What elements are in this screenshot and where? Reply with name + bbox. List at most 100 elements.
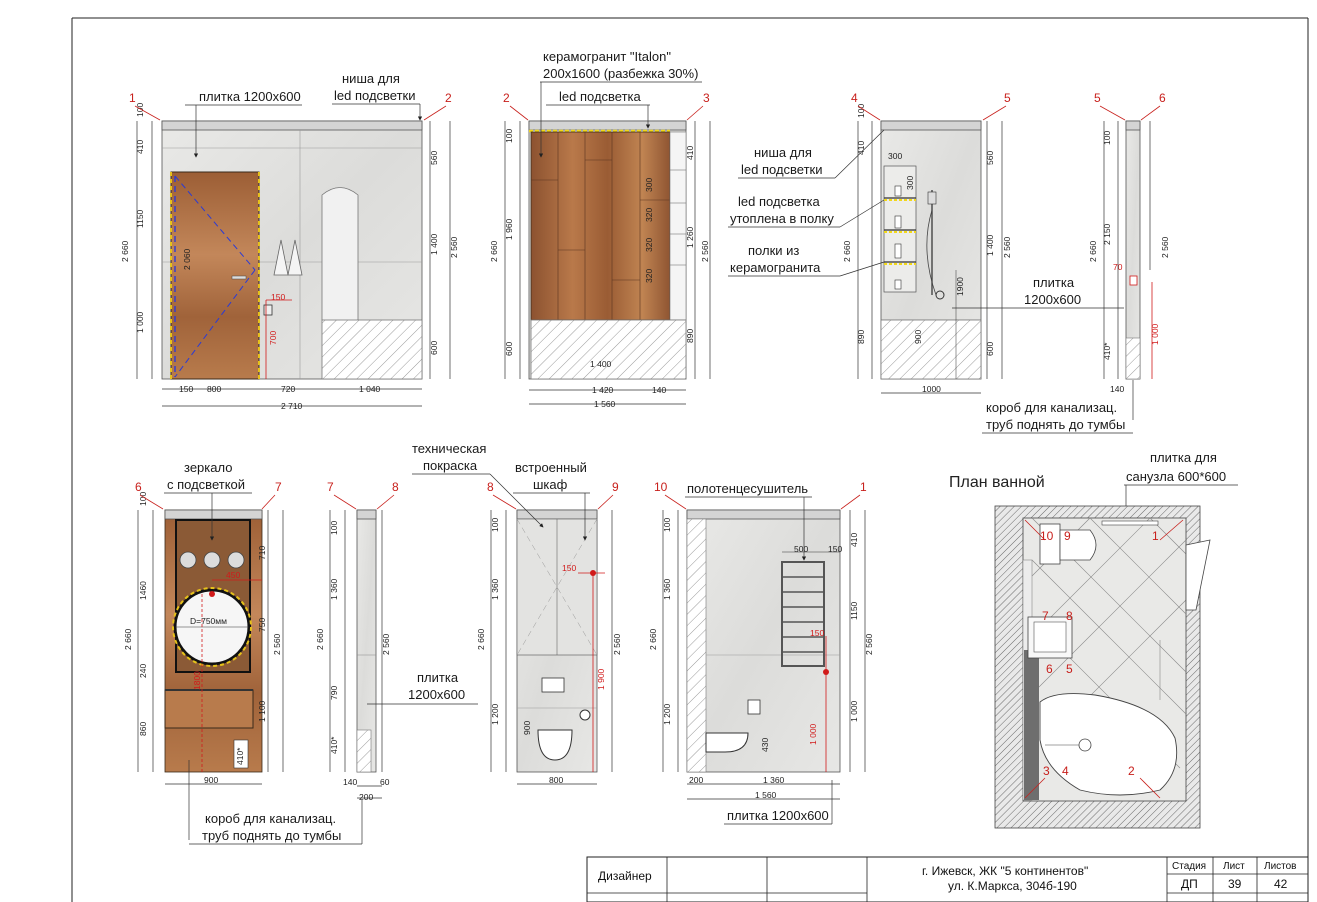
dim: 600 [429,341,439,355]
marker: 1 [860,480,867,494]
dim: 2 710 [281,401,303,411]
red-dim-700: 700 [268,331,278,345]
dim: 410* [1102,342,1112,360]
red-dim-1000: 1 000 [808,723,818,745]
sheet-header: Лист [1223,861,1245,872]
red-dim-1800: 1800 [192,671,202,690]
dim: 1150 [135,209,145,228]
label: с подсветкой [167,477,245,492]
dim: 150 [179,384,193,394]
marker: 5 [1004,91,1011,105]
dim: 1 400 [590,359,612,369]
label: короб для канализац. [986,400,1117,415]
dim: 2 560 [272,633,282,655]
dim: 2 150 [1102,223,1112,245]
sheet-value: 39 [1228,877,1242,891]
dim: 600 [985,342,995,356]
title-block: Дизайнер г. Ижевск, ЖК "5 континентов" у… [586,856,1309,902]
dim: 1 560 [755,790,777,800]
marker: 6 [135,480,142,494]
designer-label: Дизайнер [598,869,652,883]
towel-dryer-icon [781,561,825,667]
label: короб для канализац. [205,811,336,826]
elevation-4: 70 1 000 100 2 150 2 660 410* 2 560 140 … [982,91,1170,434]
label: led подсветки [741,162,823,177]
label: ниша для [342,71,400,86]
dim: 2 660 [842,240,852,262]
marker: 4 [851,91,858,105]
marker: 2 [503,91,510,105]
dim: 410 [685,146,695,160]
plan-marker: 10 [1040,529,1054,543]
dim: 2 560 [1002,236,1012,258]
dim: 100 [1102,131,1112,145]
label: 1200x600 [1024,292,1081,307]
dim: 900 [204,775,218,785]
marker: 8 [487,480,494,494]
label: утоплена в полку [730,211,834,226]
dim: 1 360 [763,775,785,785]
label: керамогранит "Italon" [543,49,671,64]
dim: 410 [849,533,859,547]
dim: 100 [856,104,866,118]
address-line1: г. Ижевск, ЖК "5 континентов" [922,864,1088,878]
marker: 10 [654,480,668,494]
dim: 2 560 [381,633,391,655]
dim: 2 660 [648,628,658,650]
mirror-diameter: D=750мм [190,616,227,626]
label: плитка 1200x600 [199,89,301,104]
dim: 2 660 [489,240,499,262]
elevation-8: 500 150 150 1 000 430 100 1 360 2 660 1 … [648,480,874,825]
dim: 150 [828,544,842,554]
label: плитка для [1150,450,1217,465]
dim: 300 [888,151,902,161]
elevation-1: 2 060 150 700 100 410 1150 1 000 2 660 5… [120,71,459,411]
bathroom-plan: План ванной плитка для санузла 600*600 [949,450,1238,829]
dim: 410 [135,140,145,154]
marker: 6 [1159,91,1166,105]
red-dim-150: 150 [562,563,576,573]
stage-header: Стадия [1172,861,1206,872]
label: 1200x600 [408,687,465,702]
dim: 2 660 [476,628,486,650]
plan-marker: 7 [1042,609,1049,623]
dim: 800 [207,384,221,394]
dim: 600 [504,342,514,356]
dim: 140 [652,385,666,395]
dim: 100 [504,129,514,143]
towel-icon [273,239,303,276]
dim: 1 000 [135,311,145,333]
dim: 750 [257,618,267,632]
elevation-2: 300 320 320 320 100 1 960 600 2 660 410 … [489,49,711,409]
label: покраска [423,458,478,473]
dim: 890 [856,330,866,344]
dim: 2 660 [1088,240,1098,262]
plan-marker: 4 [1062,764,1069,778]
label: встроенный [515,460,587,475]
red-dim-150: 150 [810,628,824,638]
red-dim-1000: 1 000 [1150,323,1160,345]
dim: 320 [644,238,654,252]
label: led подсветки [334,88,416,103]
plan-marker: 6 [1046,662,1053,676]
marker: 7 [275,480,282,494]
dim: 1 260 [685,226,695,248]
dim: 320 [644,208,654,222]
tag: 410* [235,747,245,765]
dim: 1 200 [662,703,672,725]
marker: 2 [445,91,452,105]
marker: 8 [392,480,399,494]
red-dim-450: 450 [226,570,240,580]
dim: 2 560 [612,633,622,655]
dim: 860 [138,722,148,736]
dim: 200 [689,775,703,785]
label: керамогранита [730,260,821,275]
dim: 100 [329,521,339,535]
sheets-header: Листов [1264,861,1297,872]
paper-holder-icon [579,709,591,721]
door-height: 2 060 [182,248,192,270]
dim: 560 [985,151,995,165]
light-icon [179,551,245,569]
label: труб поднять до тумбы [202,828,341,843]
